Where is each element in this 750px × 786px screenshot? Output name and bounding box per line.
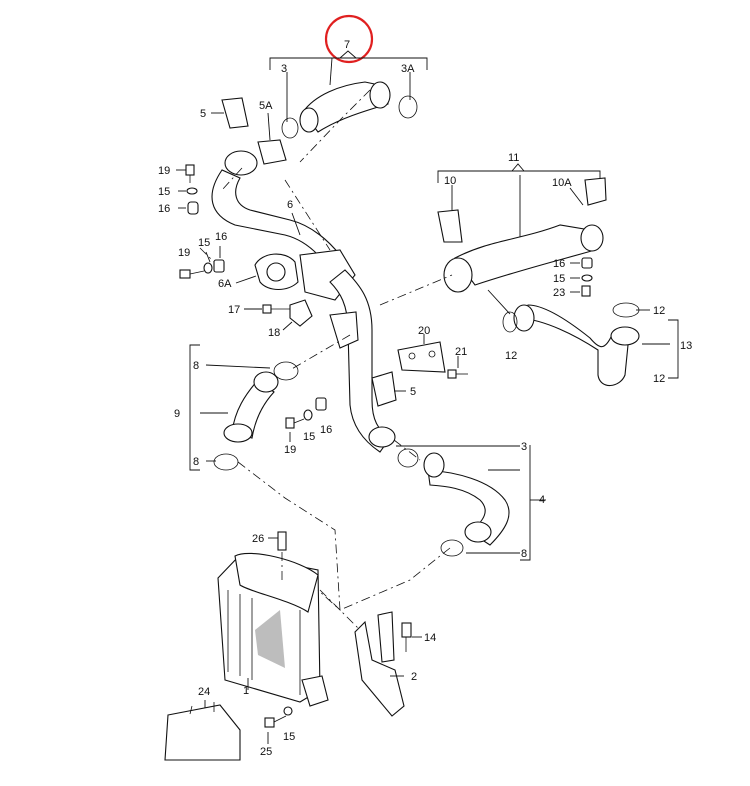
bolt-stack-b bbox=[179, 246, 225, 279]
label-17: 17 bbox=[228, 304, 240, 316]
label-1: 1 bbox=[243, 685, 249, 697]
label-15-c: 15 bbox=[553, 273, 565, 285]
label-10: 10 bbox=[444, 175, 456, 187]
label-7: 7 bbox=[344, 39, 350, 51]
hose-9 bbox=[189, 344, 299, 471]
left-upper-pipe bbox=[211, 97, 356, 301]
bracket-20 bbox=[397, 334, 468, 379]
label-3-top: 3 bbox=[281, 63, 287, 75]
label-15-e: 15 bbox=[283, 731, 295, 743]
label-3A: 3A bbox=[401, 63, 415, 75]
label-26: 26 bbox=[252, 533, 264, 545]
label-13: 13 bbox=[680, 340, 692, 352]
label-12-b: 12 bbox=[505, 350, 517, 362]
label-12-c: 12 bbox=[653, 373, 665, 385]
label-5-top: 5 bbox=[200, 108, 206, 120]
label-6: 6 bbox=[287, 199, 293, 211]
label-15-a: 15 bbox=[158, 186, 170, 198]
bolt-stack-d bbox=[285, 397, 327, 442]
label-23: 23 bbox=[553, 287, 565, 299]
label-15-b: 15 bbox=[198, 237, 210, 249]
intercooler-1 bbox=[217, 531, 329, 707]
label-19-a: 19 bbox=[158, 165, 170, 177]
label-14: 14 bbox=[424, 632, 436, 644]
part-24 bbox=[164, 700, 293, 761]
elbow-hose-13 bbox=[487, 289, 679, 387]
label-8-c: 8 bbox=[521, 548, 527, 560]
label-19-c: 19 bbox=[284, 444, 296, 456]
label-24: 24 bbox=[198, 686, 210, 698]
bracket-7 bbox=[269, 50, 428, 122]
label-20: 20 bbox=[418, 325, 430, 337]
label-16-b: 16 bbox=[215, 231, 227, 243]
label-25: 25 bbox=[260, 746, 272, 758]
label-12-a: 12 bbox=[653, 305, 665, 317]
label-6A: 6A bbox=[218, 278, 232, 290]
lower-hose-4 bbox=[397, 445, 546, 561]
label-16-a: 16 bbox=[158, 203, 170, 215]
assembly-lines bbox=[199, 89, 453, 631]
label-5-mid: 5 bbox=[410, 386, 416, 398]
bracket-2 bbox=[354, 611, 412, 717]
label-5A: 5A bbox=[259, 100, 273, 112]
part-labels: 7 3 3A 5 5A 19 15 16 6 15 16 19 6A 17 18… bbox=[158, 39, 692, 758]
bolt-stack-a bbox=[176, 164, 199, 215]
label-8-b: 8 bbox=[193, 456, 199, 468]
highlight-circle bbox=[324, 14, 374, 64]
label-8-a: 8 bbox=[193, 360, 199, 372]
bolt-stack-c bbox=[570, 257, 593, 297]
label-16-d: 16 bbox=[320, 424, 332, 436]
leader-lines bbox=[200, 112, 650, 690]
label-16-c: 16 bbox=[553, 258, 565, 270]
label-19-b: 19 bbox=[178, 247, 190, 259]
label-4: 4 bbox=[539, 494, 545, 506]
label-21: 21 bbox=[455, 346, 467, 358]
upper-hose-7 bbox=[281, 81, 418, 139]
label-2: 2 bbox=[411, 671, 417, 683]
label-9: 9 bbox=[174, 408, 180, 420]
center-pipe bbox=[329, 269, 397, 453]
sensor-17-18 bbox=[244, 299, 313, 331]
label-15-d: 15 bbox=[303, 431, 315, 443]
label-11: 11 bbox=[508, 152, 519, 164]
label-18: 18 bbox=[268, 327, 280, 339]
label-10A: 10A bbox=[552, 177, 572, 189]
label-3-mid: 3 bbox=[521, 441, 527, 453]
right-pipe-11 bbox=[437, 177, 607, 293]
